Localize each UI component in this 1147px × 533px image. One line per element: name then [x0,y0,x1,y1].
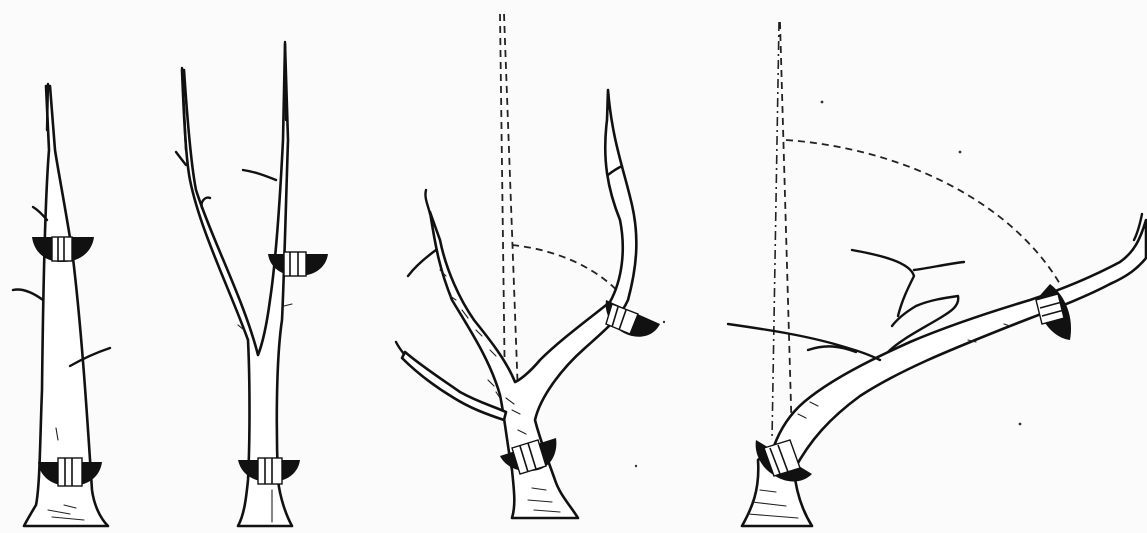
stage-2-twig-right [243,170,276,180]
stage-4-guide-right [780,22,792,440]
stage-2-trunk [182,44,292,526]
stage-2-leader-right [285,42,286,120]
stage-3-tree [396,14,660,518]
stage-3-guide-right [504,14,518,395]
stage-4-bend-arc [786,140,1060,284]
stage-4-branch-upper [852,250,914,316]
stage-3-twig-top [425,190,430,214]
stage-3-twig-side [408,250,436,276]
stage-2-tree [176,42,328,526]
stage-4-guide-left [772,22,779,440]
stage-1-tree [13,84,110,526]
stage-1-twig-left [13,289,43,300]
stage-4-branch-upper-tip [914,262,964,270]
stage-2-twig-mid [202,198,210,208]
stage-4-tree [635,22,1146,526]
stage-3-guide-left [500,14,505,395]
stage-1-weight-upper [32,237,94,262]
stage-1-leader [47,84,48,130]
stage-2-twig-left [176,152,186,165]
stage-3-twig-lower [396,342,404,354]
stage-3-bend-arc [512,245,622,296]
stage-4-branch-left [728,324,880,360]
stage-3-weight-upper [606,300,660,337]
